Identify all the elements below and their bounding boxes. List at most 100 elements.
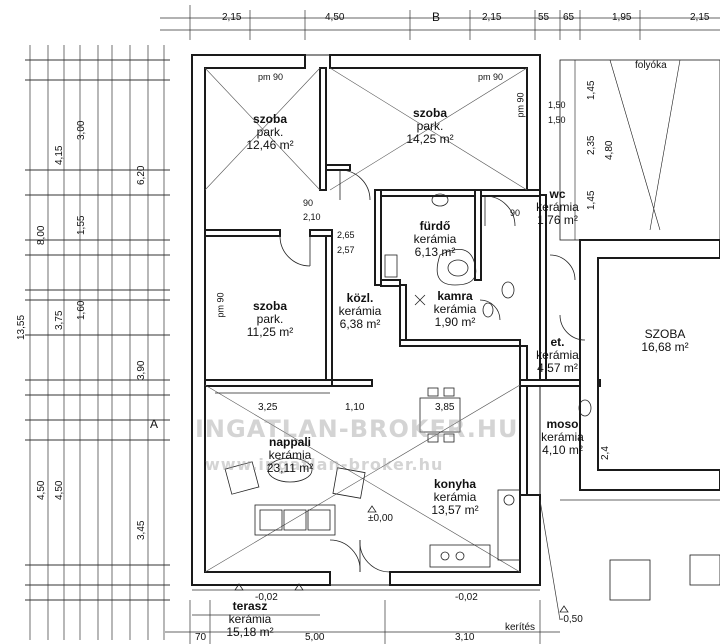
room-area: 14,25 m² — [406, 132, 454, 147]
dim-top: 55 — [538, 12, 550, 23]
room-area: 1,90 m² — [434, 315, 476, 330]
level-zero: ±0,00 — [368, 513, 393, 524]
ceiling-diagonals — [204, 67, 528, 573]
room-area: 6,13 m² — [414, 245, 456, 260]
dim-left: 1,60 — [76, 300, 87, 320]
dim-left: 13,55 — [16, 314, 27, 340]
dim-left: 4,50 — [54, 480, 65, 500]
adjacent-building — [559, 59, 720, 601]
room-floor: kerámia — [413, 232, 457, 247]
dim-top: 2,15 — [222, 12, 242, 23]
dim-inner: 2,57 — [337, 245, 355, 255]
dim-inner: 1,50 — [548, 100, 566, 110]
room-area: 6,38 m² — [339, 317, 381, 332]
dim-left: 1,55 — [76, 215, 87, 235]
room-area: 1,76 m² — [537, 213, 578, 228]
door-label: pm 90 — [515, 92, 526, 118]
room-floor: kerámia — [433, 490, 477, 505]
dim-inner: 1,45 — [586, 80, 597, 100]
room-name: szoba — [252, 299, 287, 313]
room-kamra: kamra kerámia 1,90 m² — [420, 289, 490, 330]
walls — [191, 54, 601, 586]
door-label: pm 90 — [478, 72, 504, 82]
dim-left: 3,90 — [136, 360, 147, 380]
room-furdo: fürdő kerámia 6,13 m² — [400, 219, 470, 260]
dim-inner: 1,10 — [345, 402, 365, 413]
terrace-outline — [192, 499, 720, 621]
dim-inner: 3,25 — [258, 402, 278, 413]
dim-bottom: 3,10 — [455, 632, 475, 643]
level-minus-002-a: -0,02 — [255, 592, 278, 603]
room-name: nappali — [268, 435, 311, 449]
dim-inner: 2,4 — [600, 446, 611, 460]
dim-inner: 2,65 — [337, 230, 355, 240]
room-szoba-right: SZOBA 16,68 m² — [625, 327, 705, 355]
room-et: et. kerámia 4,57 m² — [530, 335, 585, 376]
room-area: 4,57 m² — [537, 361, 578, 376]
label-folyoka: folyóka — [635, 60, 667, 71]
dimension-lines — [25, 5, 720, 644]
room-area: 12,46 m² — [246, 138, 294, 153]
room-konyha: konyha kerámia 13,57 m² — [415, 477, 495, 518]
room-moso: moso kerámia 4,10 m² — [535, 417, 590, 458]
dim-left: 3,45 — [136, 520, 147, 540]
dim-inner: 2,10 — [303, 212, 321, 222]
room-floor: park. — [416, 119, 444, 134]
room-name: kamra — [437, 289, 473, 303]
room-floor: kerámia — [228, 612, 272, 627]
dim-bottom: 5,00 — [305, 632, 325, 643]
room-name: közl. — [346, 291, 374, 305]
room-area: 23,11 m² — [266, 461, 314, 476]
room-name: moso — [546, 417, 579, 431]
room-area: 4,10 m² — [542, 443, 583, 458]
door-label: pm 90 — [258, 72, 284, 82]
room-name: szoba — [412, 106, 447, 120]
room-wc: wc kerámia 1,76 m² — [530, 187, 585, 228]
room-name: et. — [550, 335, 565, 349]
room-floor: park. — [256, 125, 284, 140]
door-label: pm 90 — [215, 292, 226, 318]
watermark-main: INGATLAN-BROKER.HU — [195, 415, 519, 443]
dim-left: 3,00 — [76, 120, 87, 140]
label-kerites: kerítés — [505, 622, 536, 633]
room-floor: kerámia — [268, 448, 312, 463]
room-area: 11,25 m² — [246, 325, 294, 340]
room-floor: kerámia — [433, 302, 477, 317]
room-kozl: közl. kerámia 6,38 m² — [330, 291, 390, 332]
room-area: 13,57 m² — [431, 503, 479, 518]
room-szoba-1: szoba park. 12,46 m² — [225, 112, 315, 153]
dim-bottom: 70 — [195, 632, 207, 643]
room-szoba-2: szoba park. 14,25 m² — [385, 106, 475, 147]
room-name: SZOBA — [644, 327, 686, 341]
dim-top: 2,15 — [482, 12, 502, 23]
dim-left: 3,75 — [54, 310, 65, 330]
dim-left: 8,00 — [36, 225, 47, 245]
dim-left: 4,50 — [36, 480, 47, 500]
room-area: 15,18 m² — [226, 625, 274, 640]
dim-inner: 2,35 — [586, 135, 597, 155]
section-marker-a: A — [150, 417, 159, 431]
room-name: fürdő — [419, 219, 451, 233]
level-markers — [234, 294, 569, 613]
room-nappali: nappali kerámia 23,11 m² — [245, 435, 335, 476]
room-floor: kerámia — [541, 430, 584, 445]
room-szoba-3: szoba park. 11,25 m² — [225, 299, 315, 340]
room-floor: kerámia — [536, 348, 579, 363]
dim-inner: 90 — [510, 208, 521, 218]
dim-top: 4,50 — [325, 12, 345, 23]
dim-inner: 4,80 — [604, 140, 615, 160]
room-floor: park. — [256, 312, 284, 327]
room-floor: kerámia — [536, 200, 579, 215]
room-name: terasz — [232, 599, 268, 613]
level-minus-050: -0,50 — [560, 614, 583, 625]
dim-top: 65 — [563, 12, 575, 23]
room-area: 16,68 m² — [641, 340, 689, 355]
dim-left: 4,15 — [54, 145, 65, 165]
room-floor: kerámia — [338, 304, 382, 319]
dim-inner: 90 — [303, 198, 314, 208]
door-swings — [279, 169, 586, 573]
room-name: konyha — [433, 477, 476, 491]
dim-top: 2,15 — [690, 12, 710, 23]
dim-inner: 1,45 — [586, 190, 597, 210]
